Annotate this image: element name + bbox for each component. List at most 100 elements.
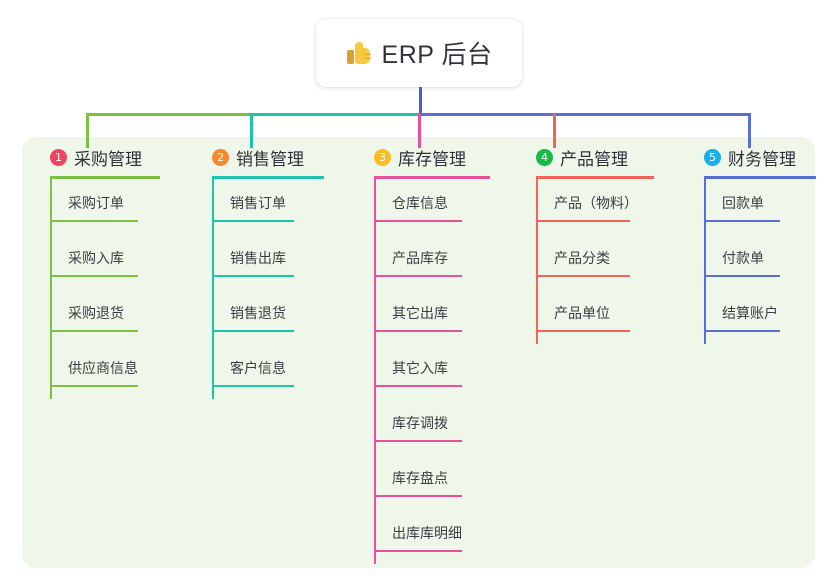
- salmon-drop: [553, 113, 556, 148]
- green-bar: [86, 113, 252, 116]
- leaf-item-label: 付款单: [722, 250, 764, 266]
- blue-drop: [748, 113, 751, 148]
- leaf-item[interactable]: 采购退货: [36, 289, 160, 344]
- leaf-item-rule: [374, 330, 462, 332]
- column-采购管理: 1 采购管理采购订单采购入库采购退货供应商信息: [36, 145, 160, 399]
- leaf-item-rule: [374, 275, 462, 277]
- column-badge-4: 4: [536, 148, 553, 166]
- leaf-item[interactable]: 采购入库: [36, 234, 160, 289]
- column-trunk-connector: [704, 179, 706, 344]
- column-header-3[interactable]: 3 库存管理: [360, 145, 490, 169]
- column-items: 采购订单采购入库采购退货供应商信息: [36, 179, 160, 399]
- leaf-item-label: 其它出库: [392, 305, 448, 321]
- root-node-content: ERP 后台: [346, 35, 493, 71]
- column-badge-3: 3: [374, 148, 391, 166]
- leaf-item-rule: [536, 330, 630, 332]
- leaf-item-label: 产品单位: [554, 305, 610, 321]
- leaf-item-rule: [50, 385, 138, 387]
- column-title: 财务管理: [728, 149, 796, 169]
- leaf-item-label: 结算账户: [722, 305, 778, 321]
- leaf-item-label: 采购订单: [68, 195, 124, 211]
- leaf-item[interactable]: 销售订单: [198, 179, 324, 234]
- leaf-item[interactable]: 销售退货: [198, 289, 324, 344]
- green-drop: [86, 113, 89, 148]
- thumbs-up-icon: [346, 40, 372, 66]
- leaf-item-rule: [212, 330, 294, 332]
- column-title: 采购管理: [74, 149, 142, 169]
- leaf-item-label: 供应商信息: [68, 360, 138, 376]
- leaf-item-rule: [536, 220, 630, 222]
- leaf-item[interactable]: 库存盘点: [360, 454, 490, 509]
- leaf-item-label: 销售订单: [230, 195, 286, 211]
- blue-bar: [419, 113, 750, 116]
- column-trunk-connector: [374, 179, 376, 564]
- leaf-item-label: 采购退货: [68, 305, 124, 321]
- column-header-rule: [374, 176, 490, 179]
- leaf-item-label: 销售退货: [230, 305, 286, 321]
- column-badge-1: 1: [50, 148, 67, 166]
- column-header-rule: [536, 176, 654, 179]
- column-trunk-connector: [50, 179, 52, 399]
- leaf-item-rule: [212, 275, 294, 277]
- pink-drop: [418, 113, 421, 148]
- column-header-rule: [50, 176, 160, 179]
- leaf-item-label: 销售出库: [230, 250, 286, 266]
- column-库存管理: 3 库存管理仓库信息产品库存其它出库其它入库库存调拨库存盘点出库库明细: [360, 145, 490, 564]
- leaf-item-label: 采购入库: [68, 250, 124, 266]
- column-trunk-connector: [536, 179, 538, 344]
- leaf-item-label: 产品库存: [392, 250, 448, 266]
- leaf-item[interactable]: 产品分类: [522, 234, 654, 289]
- leaf-item[interactable]: 供应商信息: [36, 344, 160, 399]
- leaf-item[interactable]: 销售出库: [198, 234, 324, 289]
- column-header-1[interactable]: 1 采购管理: [36, 145, 160, 169]
- leaf-item-rule: [50, 275, 138, 277]
- leaf-item[interactable]: 客户信息: [198, 344, 324, 399]
- leaf-item[interactable]: 其它入库: [360, 344, 490, 399]
- leaf-item-label: 产品分类: [554, 250, 610, 266]
- leaf-item[interactable]: 其它出库: [360, 289, 490, 344]
- leaf-item-rule: [374, 495, 462, 497]
- leaf-item[interactable]: 库存调拨: [360, 399, 490, 454]
- column-items: 产品（物料） 产品分类产品单位: [522, 179, 654, 344]
- column-header-rule: [704, 176, 816, 179]
- leaf-item[interactable]: 仓库信息: [360, 179, 490, 234]
- leaf-item[interactable]: 付款单: [690, 234, 816, 289]
- leaf-item[interactable]: 产品库存: [360, 234, 490, 289]
- column-items: 仓库信息产品库存其它出库其它入库库存调拨库存盘点出库库明细: [360, 179, 490, 564]
- column-title: 销售管理: [236, 149, 304, 169]
- leaf-item[interactable]: 回款单: [690, 179, 816, 234]
- leaf-item-label: 出库库明细: [392, 525, 462, 541]
- leaf-item-label: 库存调拨: [392, 415, 448, 431]
- root-node[interactable]: ERP 后台: [316, 19, 522, 87]
- column-badge-2: 2: [212, 148, 229, 166]
- teal-bar: [252, 113, 419, 116]
- column-title: 库存管理: [398, 149, 466, 169]
- leaf-item-rule: [50, 330, 138, 332]
- column-header-rule: [212, 176, 324, 179]
- leaf-item[interactable]: 采购订单: [36, 179, 160, 234]
- leaf-item-label: 回款单: [722, 195, 764, 211]
- leaf-item[interactable]: 结算账户: [690, 289, 816, 344]
- leaf-item-rule: [212, 385, 294, 387]
- teal-drop: [250, 113, 253, 148]
- column-header-2[interactable]: 2 销售管理: [198, 145, 324, 169]
- column-items: 销售订单销售出库销售退货客户信息: [198, 179, 324, 399]
- leaf-item-label: 产品（物料）: [554, 195, 638, 211]
- root-stem-connector: [419, 87, 422, 116]
- leaf-item[interactable]: 产品（物料）: [522, 179, 654, 234]
- leaf-item-rule: [704, 330, 780, 332]
- leaf-item-rule: [536, 275, 630, 277]
- column-items: 回款单付款单结算账户: [690, 179, 816, 344]
- leaf-item[interactable]: 产品单位: [522, 289, 654, 344]
- leaf-item-label: 其它入库: [392, 360, 448, 376]
- column-trunk-connector: [212, 179, 214, 399]
- leaf-item-label: 库存盘点: [392, 470, 448, 486]
- leaf-item-rule: [704, 220, 780, 222]
- leaf-item[interactable]: 出库库明细: [360, 509, 490, 564]
- leaf-item-rule: [50, 220, 138, 222]
